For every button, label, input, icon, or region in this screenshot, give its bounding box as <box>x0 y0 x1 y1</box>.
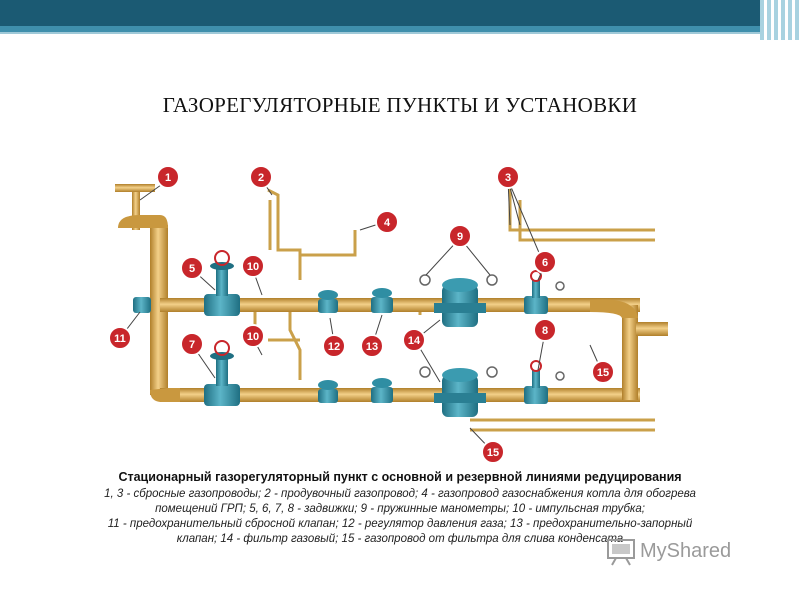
watermark-text: MyShared <box>640 540 732 562</box>
header-corner-pattern <box>760 0 800 40</box>
caption-line-1: 1, 3 - сбросные газопроводы; 2 - продуво… <box>104 488 696 500</box>
callout-6: 6 <box>533 250 557 274</box>
slide-title: ГАЗОРЕГУЛЯТОРНЫЕ ПУНКТЫ И УСТАНОВКИ <box>162 93 638 117</box>
svg-text:11: 11 <box>114 333 126 345</box>
callout-3: 3 <box>496 165 520 189</box>
callout-10-top: 10 <box>241 254 265 278</box>
svg-text:14: 14 <box>408 335 421 347</box>
callout-4: 4 <box>375 210 399 234</box>
gas-filter-14-top <box>434 278 486 327</box>
callout-1: 1 <box>156 165 180 189</box>
header-bar <box>0 0 800 26</box>
relief-valve-11 <box>133 297 151 313</box>
caption-line-4: клапан; 14 - фильтр газовый; 15 - газопр… <box>176 533 624 545</box>
callout-15-right: 15 <box>591 360 615 384</box>
caption-heading: Стационарный газорегуляторный пункт с ос… <box>118 470 682 484</box>
svg-text:15: 15 <box>487 447 499 459</box>
shutoff-valve-13-bottom <box>371 378 393 403</box>
callout-11: 11 <box>108 326 132 350</box>
svg-text:5: 5 <box>189 263 195 275</box>
svg-text:3: 3 <box>505 172 511 184</box>
callout-10-bottom: 10 <box>241 324 265 348</box>
gate-valve-6 <box>524 270 548 314</box>
gate-valve-5 <box>204 250 240 316</box>
main-pipelines <box>115 184 668 402</box>
gate-valve-7 <box>204 340 240 406</box>
svg-text:15: 15 <box>597 367 609 379</box>
svg-text:7: 7 <box>189 339 195 351</box>
svg-text:2: 2 <box>258 172 264 184</box>
callout-15-bottom: 15 <box>481 440 505 464</box>
callout-8: 8 <box>533 318 557 342</box>
header-accent-bar <box>0 26 800 32</box>
callouts: 1 2 3 4 5 6 7 8 9 10 10 11 12 13 14 15 1… <box>108 165 615 464</box>
equipment <box>133 250 565 417</box>
callout-2: 2 <box>249 165 273 189</box>
svg-text:8: 8 <box>542 325 548 337</box>
regulator-12-top <box>318 290 338 313</box>
manometers-9 <box>419 274 565 381</box>
callout-leaders <box>119 179 603 453</box>
gas-filter-14-bottom <box>434 368 486 417</box>
callout-13: 13 <box>360 334 384 358</box>
svg-text:4: 4 <box>384 217 391 229</box>
svg-text:13: 13 <box>366 341 378 353</box>
svg-text:10: 10 <box>247 331 259 343</box>
caption-line-2: помещений ГРП; 5, 6, 7, 8 - задвижки; 9 … <box>155 503 645 515</box>
myshared-logo-icon <box>607 539 635 566</box>
regulator-12-bottom <box>318 380 338 403</box>
gate-valve-8 <box>524 360 548 404</box>
svg-text:12: 12 <box>328 341 340 353</box>
caption-line-3: 11 - предохранительный сбросной клапан; … <box>107 518 693 530</box>
callout-7: 7 <box>180 332 204 356</box>
callout-5: 5 <box>180 256 204 280</box>
shutoff-valve-13-top <box>371 288 393 313</box>
svg-text:10: 10 <box>247 261 259 273</box>
callout-14: 14 <box>402 328 426 352</box>
callout-12: 12 <box>322 334 346 358</box>
svg-text:6: 6 <box>542 257 548 269</box>
header-stripe <box>0 32 800 34</box>
svg-text:1: 1 <box>165 172 171 184</box>
callout-9: 9 <box>448 224 472 248</box>
svg-text:9: 9 <box>457 231 463 243</box>
